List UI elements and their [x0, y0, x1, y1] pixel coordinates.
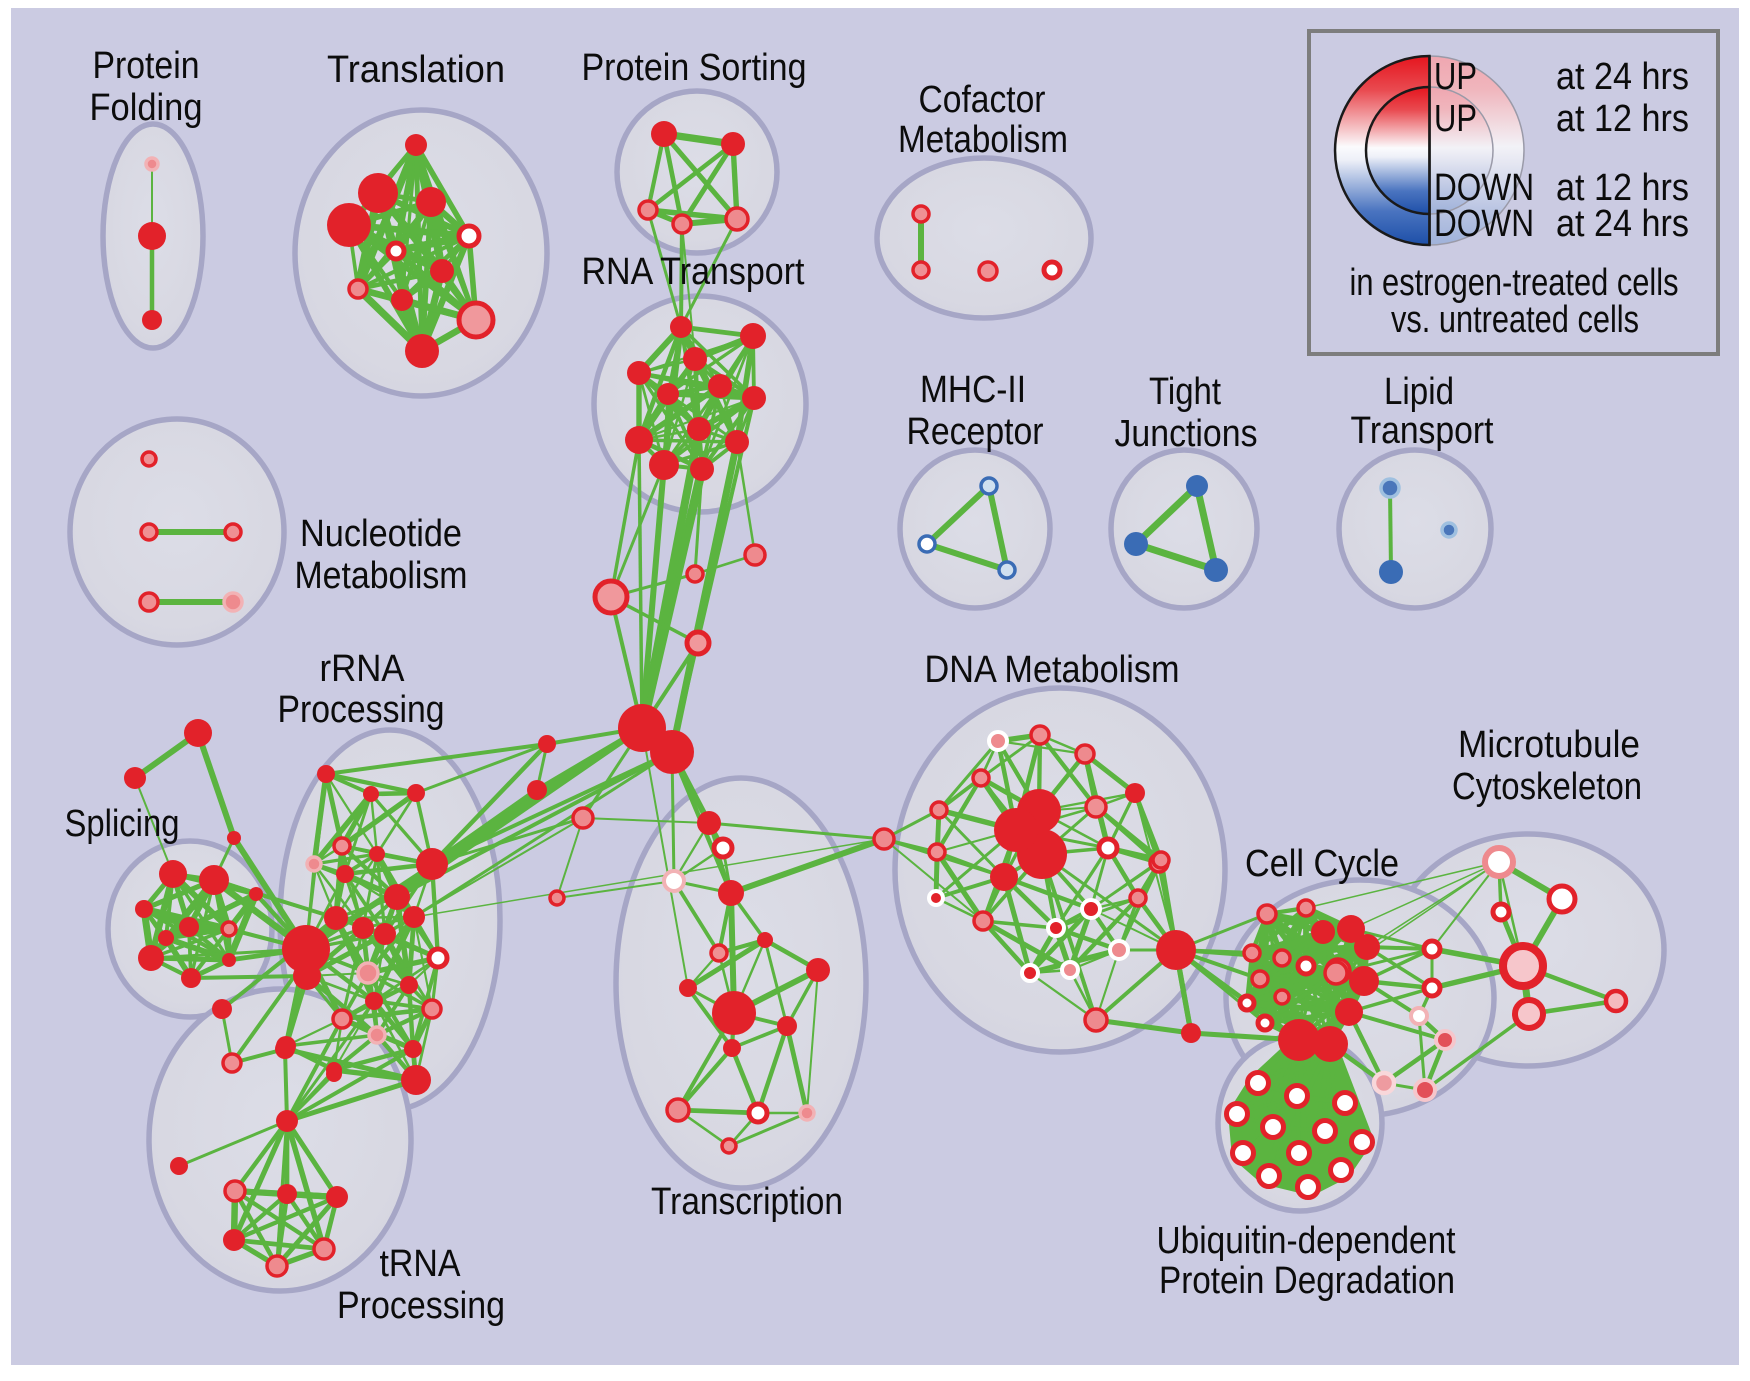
svg-text:Processing: Processing: [278, 689, 445, 731]
svg-text:RNA Transport: RNA Transport: [582, 251, 805, 293]
svg-text:Splicing: Splicing: [65, 803, 180, 845]
svg-text:Nucleotide: Nucleotide: [300, 513, 462, 555]
svg-text:at 12 hrs: at 12 hrs: [1556, 98, 1689, 140]
svg-text:Processing: Processing: [337, 1285, 505, 1327]
svg-text:Cytoskeleton: Cytoskeleton: [1452, 766, 1642, 808]
svg-text:Microtubule: Microtubule: [1458, 724, 1640, 766]
svg-text:vs. untreated cells: vs. untreated cells: [1391, 299, 1639, 341]
svg-text:at 12 hrs: at 12 hrs: [1556, 167, 1689, 209]
svg-text:Folding: Folding: [90, 87, 203, 129]
svg-text:Cofactor: Cofactor: [919, 79, 1046, 121]
svg-text:at 24 hrs: at 24 hrs: [1556, 203, 1689, 245]
svg-text:tRNA: tRNA: [380, 1243, 462, 1285]
svg-text:DNA Metabolism: DNA Metabolism: [925, 649, 1180, 691]
svg-text:Junctions: Junctions: [1115, 413, 1258, 455]
svg-text:Protein Sorting: Protein Sorting: [582, 47, 807, 89]
svg-text:Metabolism: Metabolism: [898, 119, 1068, 161]
svg-text:Lipid: Lipid: [1384, 371, 1454, 413]
svg-text:Tight: Tight: [1149, 371, 1221, 413]
svg-text:Transport: Transport: [1351, 410, 1494, 452]
svg-text:Protein Degradation: Protein Degradation: [1159, 1260, 1455, 1302]
svg-text:Protein: Protein: [93, 45, 200, 87]
svg-text:Transcription: Transcription: [651, 1181, 843, 1223]
svg-text:rRNA: rRNA: [320, 648, 406, 690]
svg-text:UP: UP: [1434, 56, 1477, 98]
svg-text:Metabolism: Metabolism: [295, 555, 468, 597]
svg-text:Receptor: Receptor: [907, 411, 1044, 453]
svg-text:in estrogen-treated cells: in estrogen-treated cells: [1350, 262, 1679, 304]
svg-text:UP: UP: [1434, 98, 1477, 140]
svg-text:Ubiquitin-dependent: Ubiquitin-dependent: [1157, 1220, 1456, 1262]
svg-text:at 24 hrs: at 24 hrs: [1556, 56, 1689, 98]
svg-text:DOWN: DOWN: [1434, 167, 1534, 209]
svg-text:MHC-II: MHC-II: [920, 369, 1026, 411]
svg-text:Cell Cycle: Cell Cycle: [1245, 843, 1399, 885]
svg-text:DOWN: DOWN: [1434, 203, 1534, 245]
svg-text:Translation: Translation: [327, 49, 505, 91]
